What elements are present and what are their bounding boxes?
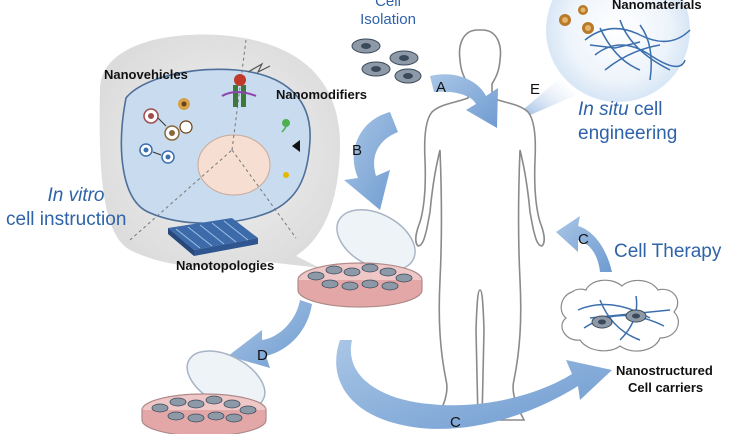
nanovehicles-icon <box>139 98 193 164</box>
scaffold-icon <box>560 279 679 352</box>
cell-isolation-label-line2: Isolation <box>360 11 416 28</box>
petri-dish-bottom <box>141 350 267 434</box>
arrow-a <box>430 74 498 128</box>
in-situ-cell: cell <box>628 99 663 120</box>
nanomodifiers-label: Nanomodifiers <box>276 87 368 102</box>
arrow-c-right <box>556 216 612 272</box>
cell-therapy-label: Cell Therapy <box>614 241 722 262</box>
step-a-label: A <box>436 79 447 96</box>
arrow-c-bottom <box>336 340 612 429</box>
nanomodifiers-icon <box>221 62 300 178</box>
carriers-label-line2: Cell carriers <box>628 380 704 395</box>
nanovehicles-label: Nanovehicles <box>104 67 188 82</box>
petri-dish-center <box>297 208 423 308</box>
step-e-label: E <box>530 81 541 98</box>
cell-isolation-label-line1: Cell <box>375 0 401 10</box>
carriers-label-line1: Nanostructured <box>616 363 713 378</box>
cell-body-icon <box>120 39 311 241</box>
arrow-d <box>228 300 312 368</box>
nanoparticle-icon <box>559 5 594 34</box>
step-c-right-label: C <box>578 231 589 248</box>
step-c-bottom-label: C <box>450 414 461 431</box>
nanotopologies-label: Nanotopologies <box>176 258 275 273</box>
nanomaterials-label: Nanomaterials <box>612 0 702 12</box>
nanotopologies-icon <box>168 218 258 256</box>
in-situ-label: In situ cell <box>578 100 663 119</box>
in-vitro-italic: In vitro <box>47 185 105 206</box>
in-vitro-rest: cell instruction <box>6 209 127 230</box>
human-silhouette-icon <box>415 29 545 421</box>
step-b-label: B <box>352 142 363 159</box>
in-vitro-label: In vitro <box>0 186 152 205</box>
arrow-b <box>344 112 398 210</box>
isolated-cells <box>351 38 422 84</box>
nanomaterials-bubble <box>546 0 691 102</box>
in-situ-line2: engineering <box>578 123 678 144</box>
in-situ-italic: In situ <box>578 99 629 120</box>
step-d-label: D <box>257 347 268 364</box>
